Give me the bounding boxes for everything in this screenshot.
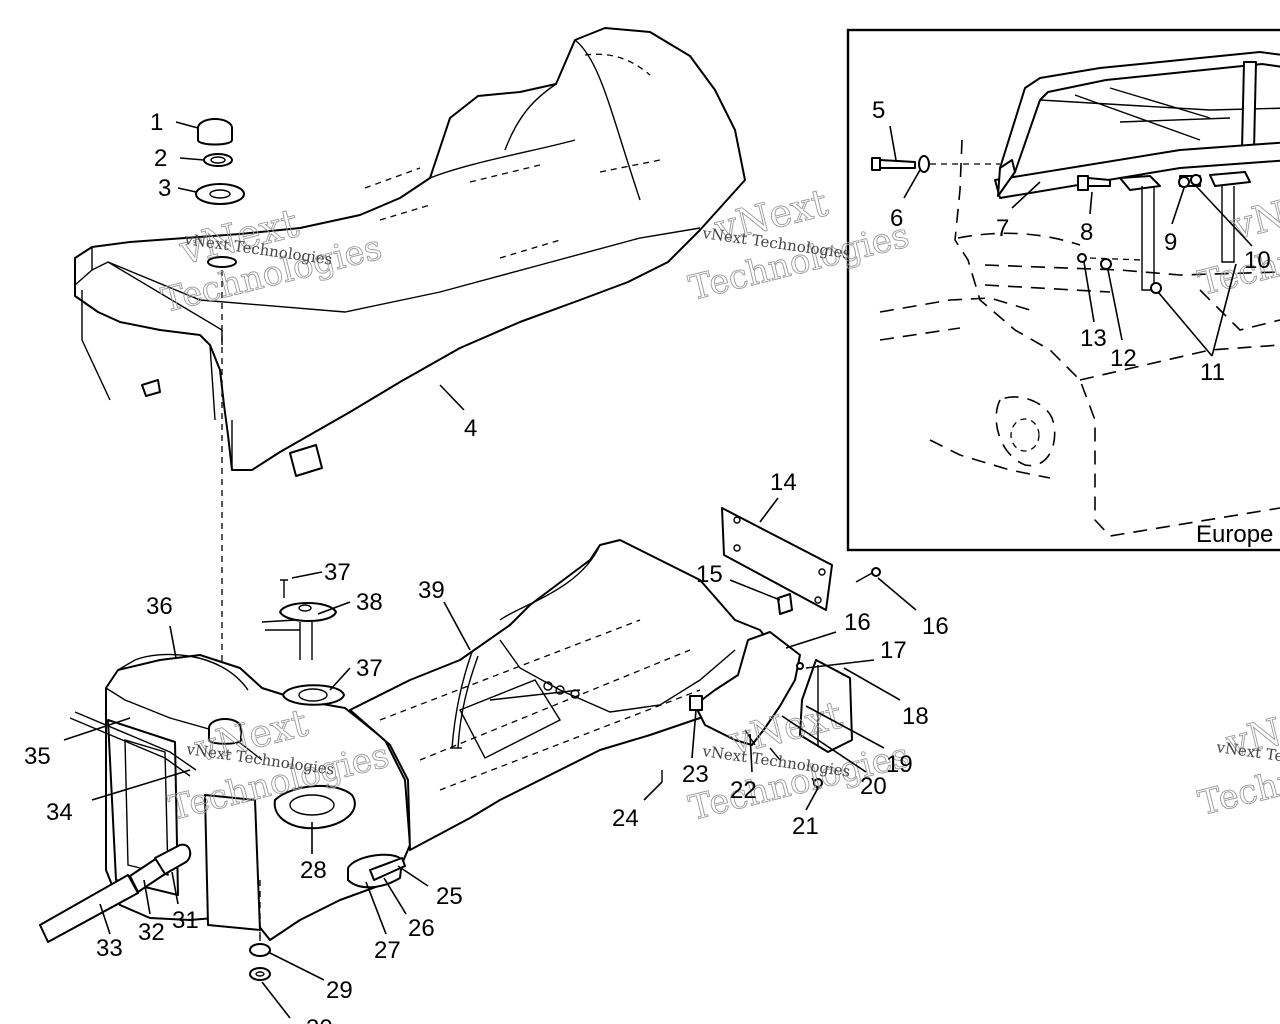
rear-bracket-drawing: [661, 631, 853, 791]
callout-23: 23: [682, 761, 709, 788]
callout-36: 36: [146, 593, 173, 620]
callout-2: 2: [154, 145, 167, 172]
callout-33: 33: [96, 935, 123, 962]
callout-8: 8: [1080, 219, 1093, 246]
callout-11: 11: [1200, 359, 1225, 386]
callout-39: 39: [418, 577, 445, 604]
callout-3: 3: [158, 175, 171, 202]
callout-21: 21: [792, 813, 819, 840]
callout-5: 5: [872, 97, 885, 124]
callout-38: 38: [356, 589, 383, 616]
callout-18: 18: [902, 703, 929, 730]
callout-24: 24: [612, 805, 639, 832]
callout-6: 6: [890, 205, 903, 232]
callout-27: 27: [374, 937, 401, 964]
fuel-tank-drawing: [39, 653, 411, 981]
callout-32: 32: [138, 919, 165, 946]
callout-labels: 1 2 3 4 5 6 7 8 9 10 11 12 13 14 15 16 1…: [24, 97, 1271, 1024]
callout-14: 14: [770, 469, 797, 496]
fuel-cap-drawing: [195, 118, 245, 268]
callout-20: 20: [860, 773, 887, 800]
callout-16: 16: [922, 613, 949, 640]
callout-25: 25: [436, 883, 463, 910]
callout-37: 37: [324, 559, 351, 586]
callout-10: 10: [1244, 247, 1271, 274]
callout-35: 35: [24, 743, 51, 770]
callout-30: 30: [306, 1015, 333, 1024]
callout-4: 4: [464, 415, 477, 442]
seat-drawing: [74, 27, 746, 477]
callout-28: 28: [300, 857, 327, 884]
callout-9: 9: [1164, 229, 1177, 256]
callout-13: 13: [1080, 325, 1107, 352]
callout-7: 7: [996, 215, 1009, 242]
callout-17: 16: [844, 609, 871, 636]
inset-europe: [846, 28, 1280, 552]
callout-16-lower: 17: [880, 637, 907, 664]
callout-29: 29: [326, 977, 353, 1004]
sending-unit-drawing: [261, 579, 345, 706]
callout-37-lower: 37: [356, 655, 383, 682]
callout-22: 22: [730, 777, 757, 804]
callout-12: 12: [1110, 345, 1137, 372]
license-plate-drawing: [721, 507, 881, 615]
callout-26: 26: [408, 915, 435, 942]
callout-15: 15: [696, 561, 723, 588]
leader-lines: [63, 121, 1253, 1019]
inset-caption: Europe: [1196, 521, 1273, 548]
callout-1: 1: [150, 109, 163, 136]
callout-19: 19: [886, 751, 913, 778]
callout-31: 31: [172, 907, 199, 934]
callout-34: 34: [46, 799, 73, 826]
